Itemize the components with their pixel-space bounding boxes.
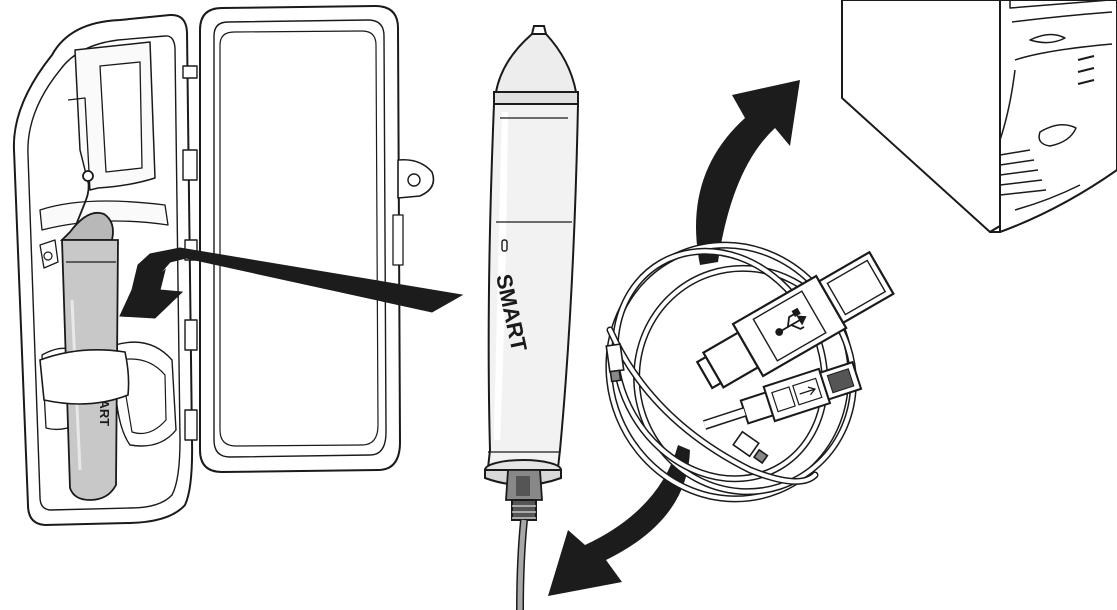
tower-disc-slot	[1029, 33, 1066, 44]
computer-tower	[841, 0, 1117, 233]
case-strap	[39, 348, 130, 405]
arrow-up-to-computer	[696, 80, 800, 265]
tower-side	[841, 0, 1001, 233]
tower-power-button	[1038, 124, 1077, 147]
pen	[484, 25, 580, 521]
pen-tip	[530, 25, 548, 35]
tower-drive-bay	[1009, 0, 1111, 9]
case-hinge	[182, 65, 198, 79]
usb-b-plug	[703, 360, 863, 430]
usb-a-plug-large	[695, 250, 895, 390]
insert-arrow	[119, 247, 464, 319]
usb-symbol-icon	[775, 307, 807, 336]
micro-usb-plug-left	[605, 343, 625, 383]
pen-indicator-light	[501, 239, 508, 252]
arrow-down-to-pen	[548, 445, 690, 596]
micro-usb-plug-bottom	[732, 430, 769, 465]
